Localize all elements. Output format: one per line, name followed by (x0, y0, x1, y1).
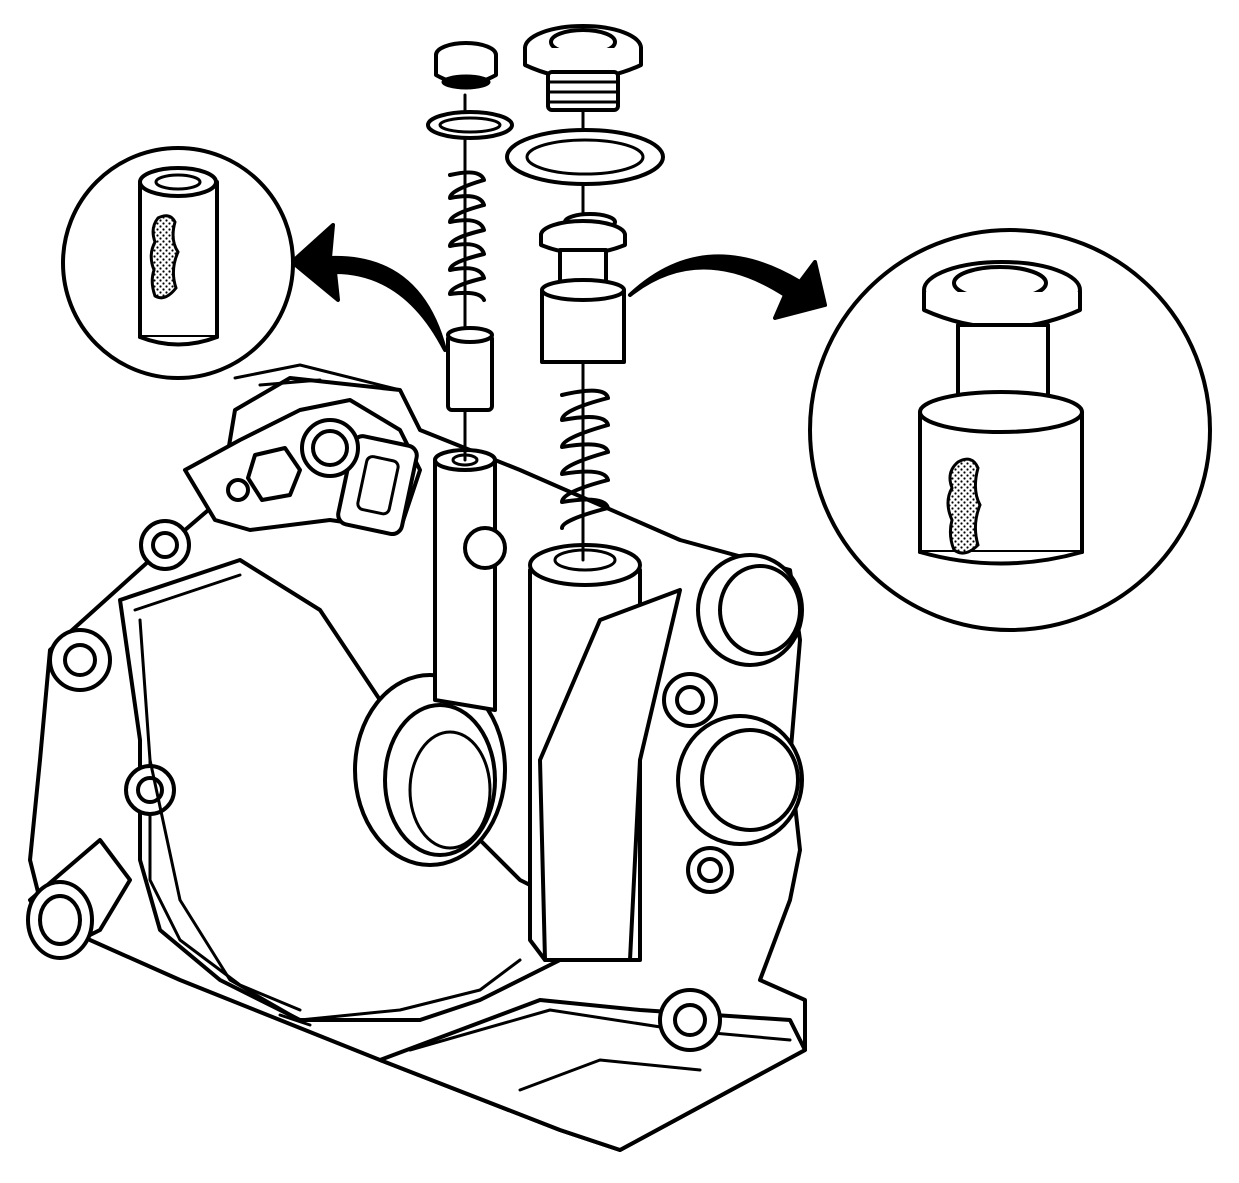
left-detail-circle (61, 146, 295, 380)
right-spring (560, 388, 610, 530)
scored-valve-detail (918, 260, 1084, 566)
right-valve-stack (505, 24, 665, 562)
right-curved-arrow-icon (628, 254, 827, 320)
scored-plunger-detail (138, 166, 219, 347)
left-curved-arrow-icon (290, 223, 447, 352)
pump-housing (26, 363, 807, 1152)
left-spring (448, 170, 486, 302)
left-relief-valve-stack (426, 41, 514, 462)
right-detail-circle (808, 228, 1212, 632)
